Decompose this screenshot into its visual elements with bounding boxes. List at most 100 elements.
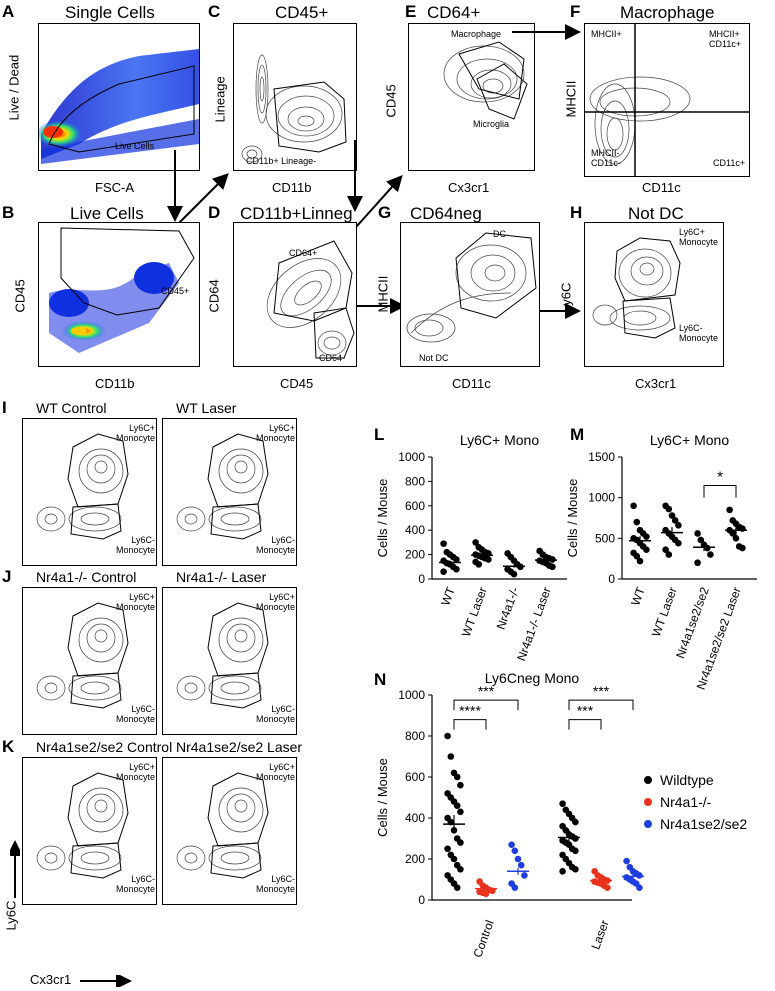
panel-n-letter: N [374,670,387,689]
gate-label: Ly6C+ Monocyte [255,423,295,443]
chart-n-ytick-label: 0 [418,893,425,907]
panel-d-letter: D [208,203,221,222]
chart-m-point [665,505,673,513]
panel-b-title: Live Cells [70,204,144,223]
legend-label: Nr4a1se2/se2 [660,816,747,832]
panel-m-letter: M [570,425,585,444]
quadrant-label: MHCII+ [591,29,622,39]
panel-i-letter: I [2,398,7,417]
contour-plot-d [266,240,355,359]
chart-n-point [604,884,611,891]
chart-n-point [514,855,522,863]
panel-g-xlabel: CD11c [452,376,491,391]
density-plot-b [49,227,195,353]
chart-m-point [636,557,644,565]
panel-j-left-title: Nr4a1-/- Control [36,569,137,585]
gate-label: CD11b+ Lineage- [246,156,317,166]
chart-n-point [636,872,643,879]
chart-m-ytick-label: 1000 [588,491,615,505]
chart-m-point [665,551,673,558]
panel-g-plot: DC Not DC [400,222,540,367]
chart-n-point [623,857,630,865]
chart-l-ytick-label: 0 [418,572,425,586]
chart-n-point [450,855,458,863]
chart-n-point [444,845,451,853]
chart-n-sig-label: *** [577,703,594,719]
gate-label: Live Cells [115,141,155,151]
chart-n-point [444,732,451,740]
chart-m-point [630,502,637,510]
chart-m-point [739,544,746,552]
chart-n-title: Ly6Cneg Mono [485,670,580,686]
chart-n-point [508,841,515,848]
chart-n-point [559,868,566,875]
chart-n-ylabel: Cells / Mouse [375,758,390,837]
chart-l-point [475,561,483,568]
contour-plot-f [585,24,749,176]
chart-m-point [703,544,711,552]
panel-h-xlabel: Cx3cr1 [635,376,677,391]
chart-m-point [633,518,641,526]
chart-m-point [707,551,714,558]
panel-h-plot: Ly6C+ Monocyte Ly6C- Monocyte [584,222,724,367]
density-plot-a [39,49,199,164]
chart-m-point [675,522,682,529]
chart-n-point [572,847,579,855]
gate-label: Ly6C- Monocyte [255,874,295,894]
chart-l-category-label: WT Laser [459,585,490,638]
gate-label: Ly6C+ Monocyte [679,227,719,247]
chart-n-point [559,800,566,807]
chart-n-group-label: Laser [588,918,611,951]
chart-m-ytick-label: 1500 [588,450,615,464]
chart-l-point [453,565,460,573]
panel-g-title: CD64neg [410,204,482,223]
chart-n-ytick-label: 200 [405,852,425,866]
chart-l-category-label: Nr4a1-/- Laser [514,585,554,662]
legend-label: Nr4a1-/- [660,794,712,810]
panel-k-left-title: Nr4a1se2/se2 Control [36,739,173,755]
chart-m-point [643,533,650,541]
gate-label: Ly6C+ Monocyte [115,762,155,782]
chart-m-ytick-label: 0 [608,572,615,586]
chart-n-sig-label: *** [593,683,610,699]
panel-a-title: Single Cells [65,3,155,22]
chart-n-group-label: Control [470,918,496,959]
cx3cr1-axis-arrow [80,975,132,987]
panel-b-letter: B [2,203,15,222]
chart-n-sig-bracket [568,719,602,730]
chart-m-point [694,559,701,567]
panel-c-title: CD45+ [275,3,329,22]
chart-n-ytick-label: 1000 [398,688,425,702]
chart-m-point [675,539,682,547]
panel-d-xlabel: CD45 [280,376,314,391]
panel-a-xlabel: FSC-A [95,180,134,195]
gate-label: Ly6C+ Monocyte [115,423,155,443]
chart-m-point [732,535,740,542]
panel-b-plot: CD45+ [38,222,200,367]
chart-m-point [671,517,679,524]
chart-n-point [572,865,579,873]
quadrant-label: MHCII- CD11c- [591,148,621,168]
legend-marker [644,798,652,806]
chart-n-point [572,835,579,842]
panel-g-letter: G [378,203,392,222]
chart-n-ytick-label: 400 [405,811,425,825]
chart-n-sig-bracket [568,699,634,711]
chart-l-point [440,568,447,575]
panel-c-plot: CD11b+ Lineage- [233,23,357,171]
chart-n-point [636,884,643,891]
chart-n-sig-bracket [453,719,487,730]
contour-plot-e [443,41,528,120]
panel-f-xlabel: CD11c [642,180,681,195]
chart-m-category-label: WT [628,585,648,608]
panel-k-right-title: Nr4a1se2/se2 Laser [176,739,303,755]
chart-n-ytick-label: 600 [405,770,425,784]
gate-label: Ly6C+ Monocyte [255,592,295,612]
gate-label: Macrophage [451,29,502,39]
chart-n-point [457,839,464,846]
chart-n-point [482,890,490,898]
chart-m-point [726,506,733,514]
